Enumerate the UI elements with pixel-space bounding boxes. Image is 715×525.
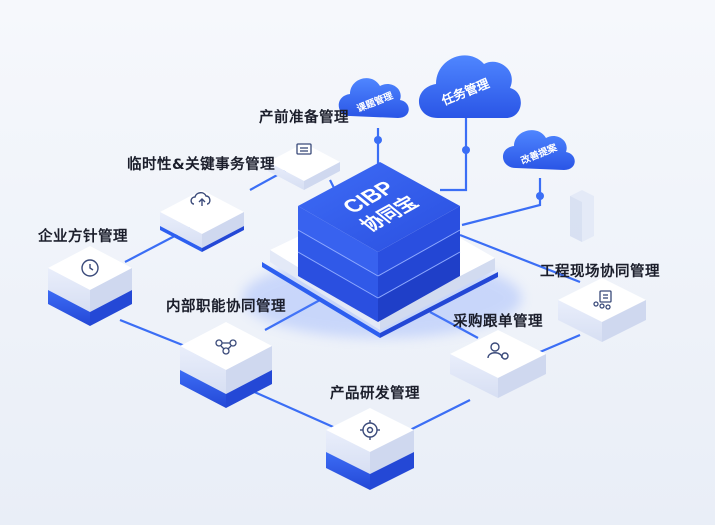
link-cloud-right <box>461 178 542 227</box>
block-site-collaboration[interactable] <box>558 278 646 342</box>
core-platform[interactable]: CIBP 协同宝 <box>242 162 522 338</box>
label-temporary-key: 临时性&关键事务管理 <box>127 157 276 173</box>
block-pre-production[interactable] <box>268 143 340 190</box>
block-product-rd[interactable] <box>326 408 414 490</box>
pre-production-icon <box>296 143 312 155</box>
core-layer-2-left <box>298 228 378 298</box>
core-layer-1-left <box>298 206 378 276</box>
clock-icon <box>81 259 99 277</box>
label-enterprise-policy: 企业方针管理 <box>38 229 128 245</box>
user-settings-icon <box>487 342 509 360</box>
label-pre-production: 产前准备管理 <box>259 110 349 126</box>
cloud-topic-management[interactable]: 课题管理 <box>338 78 409 118</box>
core-layer-3-right <box>378 250 460 322</box>
team-network-icon <box>215 339 237 355</box>
document-people-icon <box>593 290 612 310</box>
target-icon <box>360 420 380 440</box>
link-internal-product <box>249 388 341 432</box>
dot-center <box>462 146 470 154</box>
label-procurement: 采购跟单管理 <box>453 314 543 330</box>
core-layer-1-right <box>378 206 460 276</box>
glass-column-decoration <box>570 190 594 242</box>
core-base-right <box>380 258 495 330</box>
link-cloud-center <box>440 118 468 192</box>
label-site-collaboration: 工程现场协同管理 <box>540 264 660 280</box>
block-enterprise-policy[interactable] <box>48 246 132 326</box>
cloud-upload-icon <box>190 192 211 206</box>
core-base-rim <box>262 262 380 338</box>
link-dots <box>374 136 544 200</box>
core-layer-2-right <box>378 228 460 298</box>
cloud-improvement-proposal[interactable]: 改善提案 <box>502 130 575 170</box>
dot-left <box>374 136 382 144</box>
cloud-task-management[interactable]: 任务管理 <box>418 55 521 118</box>
dot-right <box>536 192 544 200</box>
core-top-face <box>298 162 460 252</box>
block-procurement[interactable] <box>450 330 546 398</box>
core-layer-3-left <box>298 250 378 322</box>
link-product-procurement <box>409 399 471 431</box>
link-core-site <box>459 233 581 284</box>
label-product-rd: 产品研发管理 <box>330 386 420 402</box>
link-procurement-site <box>539 333 581 354</box>
block-temporary-key[interactable] <box>160 190 244 252</box>
block-internal-function[interactable] <box>180 322 272 408</box>
label-internal-function: 内部职能协同管理 <box>166 299 286 315</box>
